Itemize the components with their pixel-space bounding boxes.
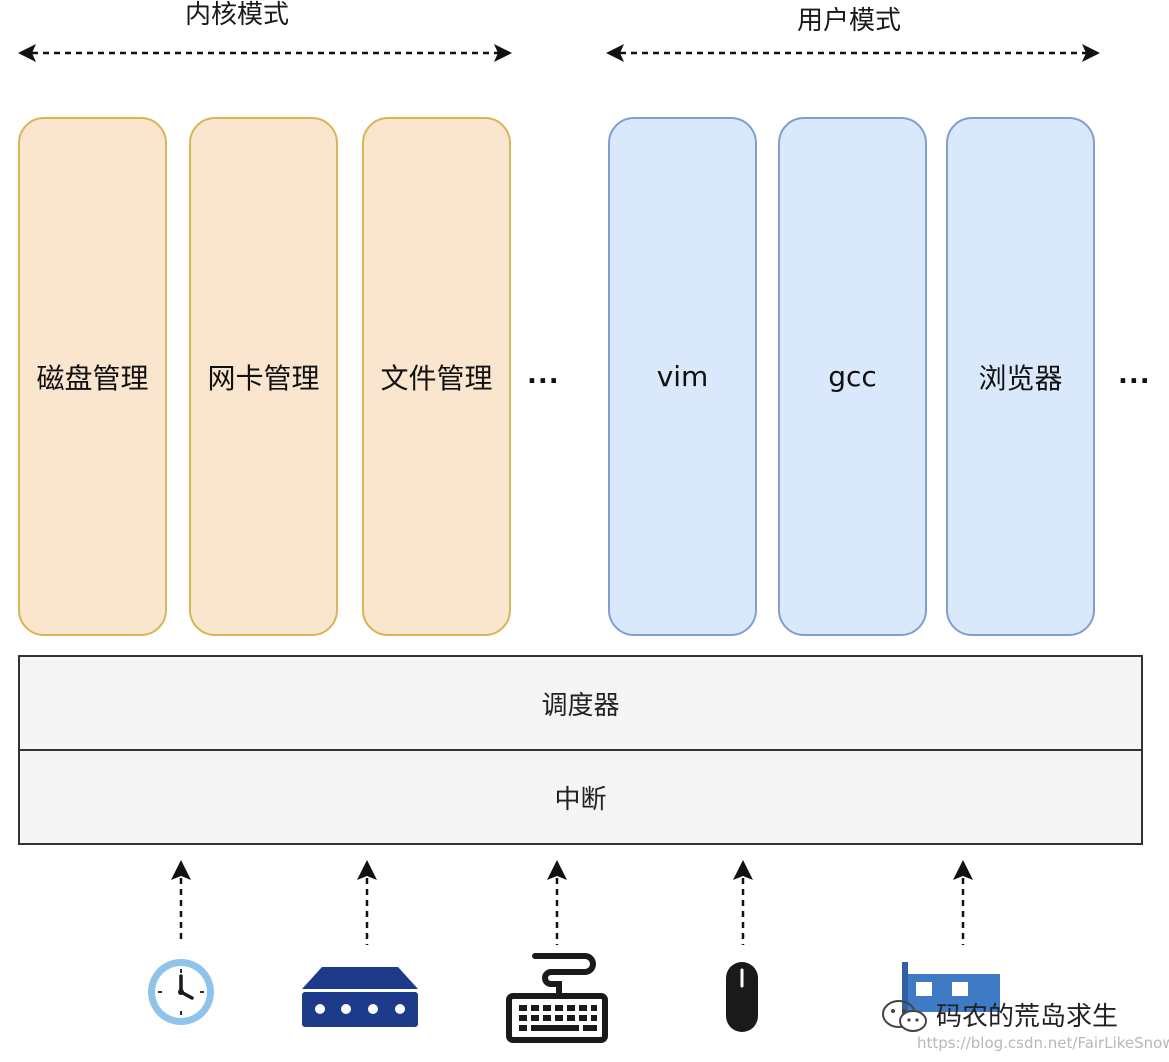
interrupt-label: 中断 [554,784,607,815]
scheduler-layer: 调度器 [18,655,1143,751]
user-mode-label: 用户模式 [797,6,902,36]
watermark: 码农的荒岛求生 [880,996,1118,1033]
process-label: vim [656,360,709,393]
kernel-process-nic: 网卡管理 [189,117,338,636]
kernel-mode-arrow [18,44,512,62]
user-process-vim: vim [608,117,757,636]
process-label: 文件管理 [380,361,493,395]
watermark-url: https://blog.csdn.net/FairLikeSnow [917,1034,1169,1052]
user-process-gcc: gcc [778,117,927,636]
watermark-text: 码农的荒岛求生 [936,1002,1119,1032]
user-mode-arrow [606,44,1100,62]
wechat-icon [882,999,927,1032]
kernel-mode-label: 内核模式 [185,0,290,30]
process-label: 浏览器 [978,361,1063,395]
kernel-process-disk: 磁盘管理 [18,117,167,636]
scheduler-label: 调度器 [541,690,620,721]
process-label: 网卡管理 [207,361,320,395]
user-process-browser: 浏览器 [946,117,1095,636]
keyboard-icon [506,953,608,1043]
process-label: gcc [828,360,877,393]
user-ellipsis: ... [1118,360,1151,390]
expansion-card-icon [902,962,1000,1018]
clock-icon [148,959,214,1025]
kernel-ellipsis: ... [527,360,560,390]
kernel-process-file: 文件管理 [362,117,511,636]
network-card-icon [302,967,418,1027]
device-arrows [171,860,973,945]
process-label: 磁盘管理 [36,361,149,395]
interrupt-layer: 中断 [18,749,1143,845]
mouse-icon [726,962,758,1032]
